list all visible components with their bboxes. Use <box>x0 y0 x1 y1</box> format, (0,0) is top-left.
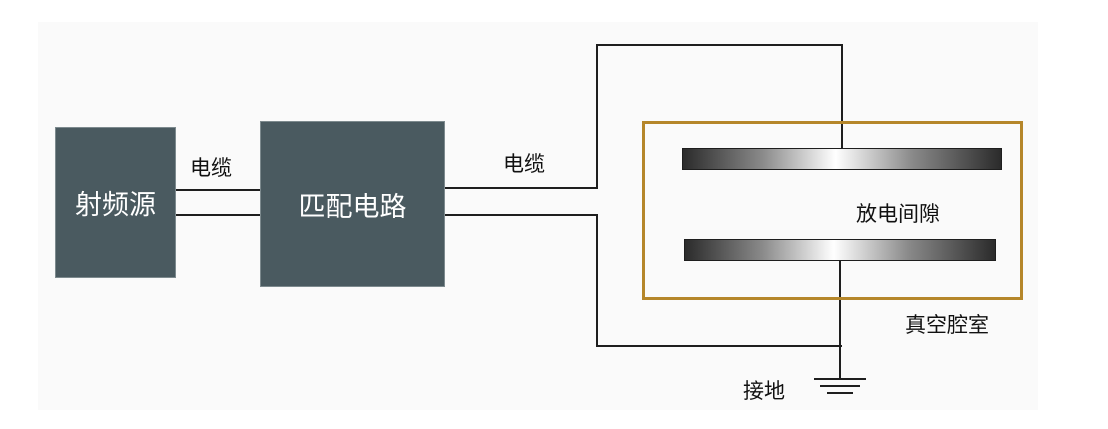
cable-label-1: 电缆 <box>190 156 232 180</box>
ground-label: 接地 <box>743 379 785 403</box>
matching-circuit-block: 匹配电路 <box>260 121 445 287</box>
rf-source-label: 射频源 <box>75 190 156 221</box>
cable-label-2: 电缆 <box>503 152 545 176</box>
bottom-electrode <box>684 239 996 261</box>
vacuum-chamber-outline <box>642 121 1023 300</box>
matching-circuit-label: 匹配电路 <box>298 191 407 223</box>
ground-symbol <box>814 378 866 394</box>
discharge-gap-label: 放电间隙 <box>856 202 940 226</box>
rf-source-block: 射频源 <box>55 127 176 278</box>
vacuum-chamber-label: 真空腔室 <box>905 313 989 337</box>
feed-wire-top-electrode <box>445 44 843 189</box>
top-electrode <box>682 148 1002 170</box>
return-wire-ground <box>445 214 842 347</box>
